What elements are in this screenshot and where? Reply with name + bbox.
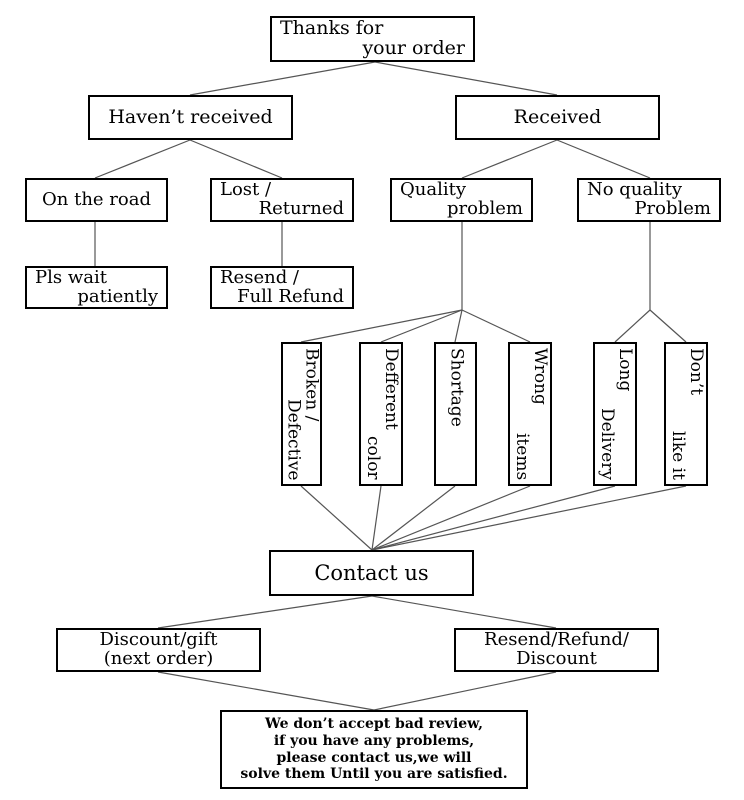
connector-line	[300, 309, 463, 343]
node-havent-received: Haven’t received	[88, 95, 293, 140]
connector-line	[189, 139, 283, 179]
connector-line	[371, 485, 382, 551]
connector-line	[461, 139, 558, 179]
node-line: Pls wait	[35, 266, 107, 288]
node-line: Delivery	[597, 408, 617, 480]
node-no-quality-problem: No quality Problem	[577, 178, 721, 222]
connector-line	[157, 595, 373, 629]
node-label: On the road	[42, 188, 151, 210]
note-line: We don’t accept bad review,	[265, 715, 483, 732]
note-line: please contact us,we will	[276, 749, 472, 766]
connector-line	[300, 485, 373, 551]
node-line: color	[363, 436, 383, 480]
connector-line	[371, 485, 616, 551]
node-thanks-for-order: Thanks for your order	[270, 16, 475, 62]
node-shortage: Shortage	[434, 342, 477, 486]
node-line: Wrong	[529, 348, 550, 405]
node-quality-problem: Quality problem	[390, 178, 533, 222]
node-line: Lost /	[220, 179, 272, 201]
node-line: Defferent	[380, 348, 401, 430]
connector-line	[374, 61, 558, 96]
node-lost-returned: Lost / Returned	[210, 178, 354, 222]
node-contact-us: Contact us	[269, 550, 474, 596]
node-line: Resend/Refund/	[484, 629, 629, 651]
node-line: Thanks for	[280, 17, 384, 40]
node-line: problem	[447, 198, 523, 219]
node-line: Returned	[258, 198, 344, 219]
note-line: if you have any problems,	[273, 732, 475, 749]
node-label: Contact us	[314, 560, 429, 585]
connector-line	[649, 309, 687, 343]
connector-line	[94, 139, 191, 179]
connector-line	[614, 309, 651, 343]
node-on-the-road: On the road	[25, 178, 168, 222]
node-line: your order	[362, 37, 465, 59]
connector-line	[189, 61, 376, 96]
node-line: No quality	[587, 179, 683, 201]
connector-line	[556, 139, 651, 179]
node-broken-defective: Broken / Defective	[281, 342, 322, 486]
node-line: patiently	[77, 285, 158, 307]
node-different-color: Defferent color	[359, 342, 403, 486]
connector-line	[454, 309, 463, 343]
connector-line	[157, 671, 375, 711]
node-line: Problem	[634, 198, 711, 219]
node-wait-patiently: Pls wait patiently	[25, 266, 168, 309]
connector-line	[371, 595, 557, 629]
node-line: Defective	[283, 398, 304, 481]
node-line: Quality	[400, 179, 466, 201]
node-line: Discount	[516, 648, 597, 669]
node-line: Shortage	[446, 348, 467, 427]
connector-line	[371, 485, 531, 551]
connector-line	[461, 309, 531, 343]
node-label: Received	[513, 105, 602, 128]
node-dont-like-it: Don’t like it	[664, 342, 708, 486]
node-line: Long	[614, 348, 635, 392]
node-resend-full-refund: Resend / Full Refund	[210, 266, 354, 309]
node-resend-refund-discount: Resend/Refund/ Discount	[454, 628, 659, 672]
node-line: items	[512, 432, 532, 480]
node-line: Broken /	[301, 348, 322, 422]
node-line: Resend /	[220, 266, 299, 288]
note-line: solve them Until you are satisfied.	[240, 766, 508, 783]
node-footer-note: We don’t accept bad review, if you have …	[220, 710, 528, 789]
node-line: Don’t	[685, 348, 706, 396]
node-line: (next order)	[103, 648, 214, 669]
node-line: Discount/gift	[99, 629, 218, 651]
connector-line	[373, 671, 557, 711]
node-wrong-items: Wrong items	[508, 342, 552, 486]
node-long-delivery: Long Delivery	[593, 342, 637, 486]
node-received: Received	[455, 95, 660, 140]
node-label: Haven’t received	[108, 105, 273, 128]
node-discount-gift: Discount/gift (next order)	[56, 628, 261, 672]
node-line: Full Refund	[237, 285, 344, 307]
connector-line	[380, 309, 463, 343]
connector-line	[371, 485, 687, 551]
connector-line	[371, 485, 456, 551]
node-line: like it	[668, 431, 688, 480]
